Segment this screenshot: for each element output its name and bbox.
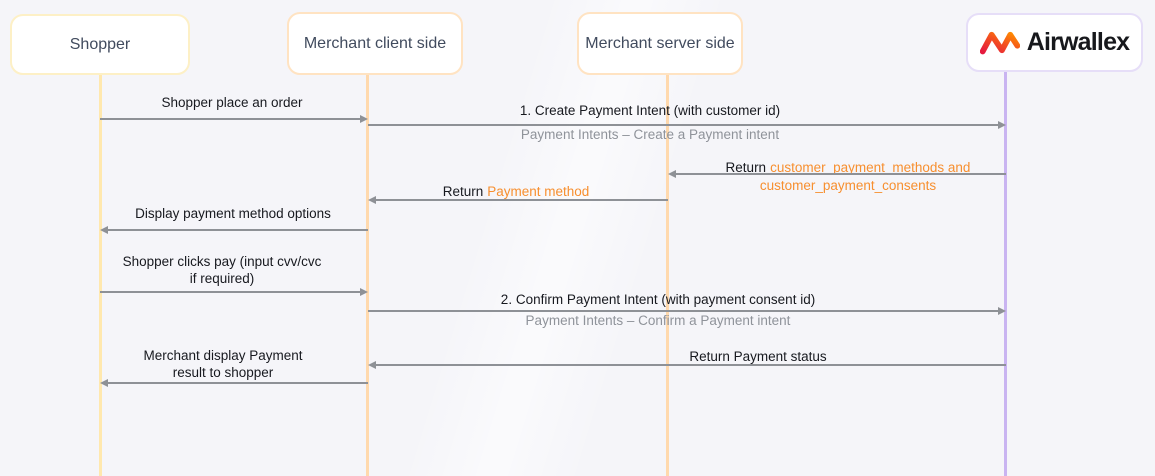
actor-label-merchant-server: Merchant server side (585, 34, 735, 52)
message-label-create-intent: 1. Create Payment Intent (with customer … (519, 103, 781, 118)
message-arrow-create-intent (368, 124, 999, 126)
message-arrow-return-methods (676, 173, 1006, 175)
message-arrow-return-status (376, 364, 1006, 366)
message-label-clicks-pay-line1: Shopper clicks pay (input cvv/cvc (122, 254, 322, 269)
actor-label-merchant-client: Merchant client side (303, 34, 447, 52)
arrowhead-left-icon (368, 361, 376, 369)
highlight-payment-method: Payment method (487, 184, 590, 199)
actor-box-airwallex: Airwallex (966, 13, 1143, 72)
return-prefix: Return (442, 184, 484, 199)
actor-box-shopper: Shopper (10, 14, 190, 75)
airwallex-logo: Airwallex (979, 28, 1130, 57)
message-arrow-display-result (108, 382, 368, 384)
message-label-return-status: Return Payment status (689, 349, 827, 364)
message-label-confirm-intent: 2. Confirm Payment Intent (with payment … (500, 292, 816, 307)
lifeline-airwallex (1004, 72, 1007, 476)
actor-box-merchant-client: Merchant client side (287, 12, 463, 75)
arrowhead-left-icon (100, 226, 108, 234)
lifeline-merchant-client (366, 75, 369, 476)
message-label-display-options: Display payment method options (135, 206, 331, 221)
arrowhead-right-icon (360, 288, 368, 296)
arrowhead-right-icon (998, 307, 1006, 315)
arrowhead-left-icon (100, 379, 108, 387)
message-arrow-display-options (108, 229, 368, 231)
lifeline-merchant-server (666, 75, 669, 476)
message-label-display-result-line2: result to shopper (172, 365, 274, 380)
message-arrow-confirm-intent (368, 310, 999, 312)
return-prefix: Return (725, 160, 767, 175)
arrowhead-left-icon (368, 196, 376, 204)
arrowhead-right-icon (360, 115, 368, 123)
message-arrow-place-order (100, 118, 361, 120)
message-subtitle-create-intent: Payment Intents – Create a Payment inten… (520, 127, 780, 142)
message-label-display-result-line1: Merchant display Payment (143, 348, 303, 363)
message-label-return-methods-line2: customer_payment_consents (759, 178, 937, 193)
airwallex-wave-icon (979, 31, 1020, 55)
message-arrow-clicks-pay (100, 291, 361, 293)
lifeline-shopper (99, 75, 102, 476)
actor-label-shopper: Shopper (69, 35, 131, 53)
message-arrow-return-method (376, 199, 668, 201)
message-label-place-order: Shopper place an order (161, 95, 303, 110)
message-label-clicks-pay-line2: if required) (189, 271, 255, 286)
arrowhead-right-icon (998, 121, 1006, 129)
message-subtitle-confirm-intent: Payment Intents – Confirm a Payment inte… (525, 313, 791, 328)
actor-box-merchant-server: Merchant server side (577, 12, 743, 75)
airwallex-wordmark: Airwallex (1026, 28, 1130, 56)
highlight-customer-payment-methods: customer_payment_methods and (770, 160, 971, 175)
arrowhead-left-icon (668, 170, 676, 178)
